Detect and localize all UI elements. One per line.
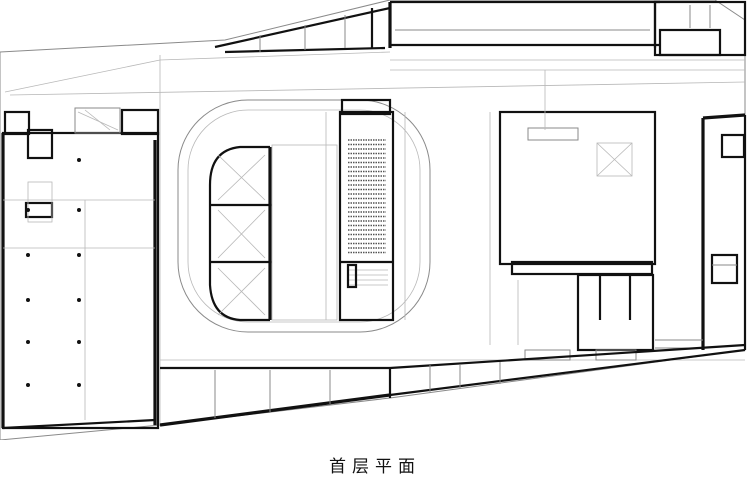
- left-wing-hall: [1, 51, 391, 430]
- auditorium-seating-rows: [348, 139, 386, 254]
- site-boundary: [0, 0, 746, 440]
- auditorium: [325, 98, 406, 322]
- south-facade: [159, 343, 746, 427]
- north-wing: [214, 0, 747, 71]
- ground-floor-plan-drawing: [0, 0, 747, 440]
- inner-loop-road: [160, 99, 745, 361]
- east-wing: [655, 113, 747, 350]
- plan-caption: 首层平面: [329, 457, 421, 477]
- rounded-hall: [208, 144, 338, 322]
- exhibition-hall: [489, 70, 657, 361]
